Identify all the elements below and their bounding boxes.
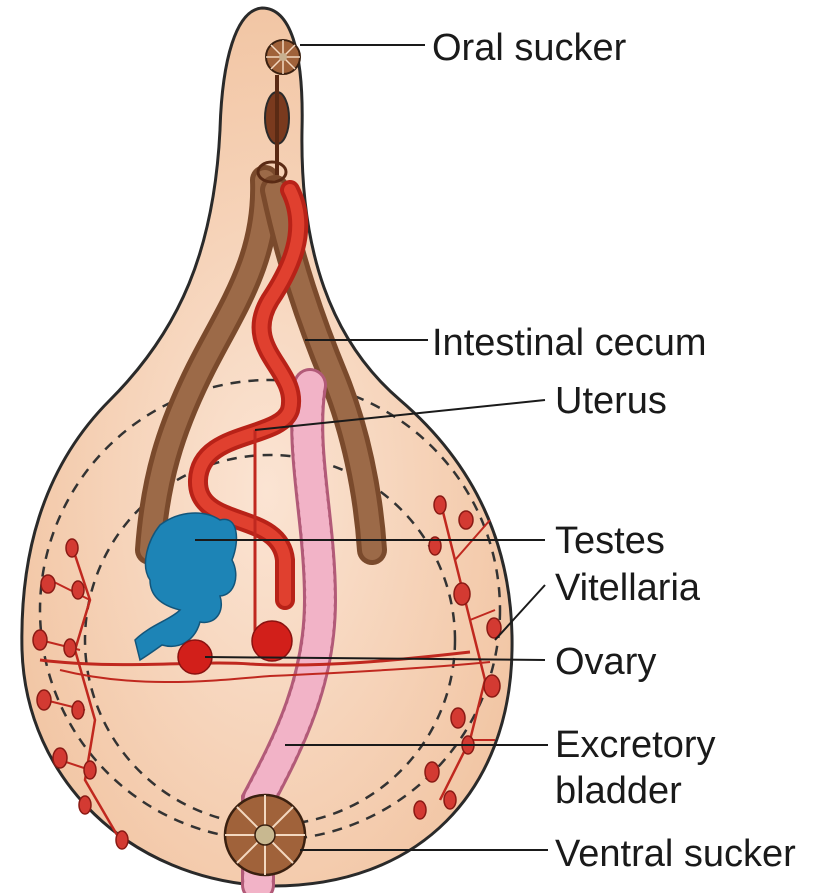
label-excretory-bladder-line1: Excretory [555, 724, 715, 766]
label-intestinal-cecum: Intestinal cecum [432, 322, 707, 364]
label-ventral-sucker: Ventral sucker [555, 833, 796, 875]
label-oral-sucker: Oral sucker [432, 27, 627, 69]
ovary-right [252, 621, 292, 661]
ventral-sucker [225, 795, 305, 875]
label-uterus: Uterus [555, 380, 667, 422]
label-vitellaria: Vitellaria [555, 567, 701, 609]
label-testes: Testes [555, 520, 665, 562]
oral-sucker [266, 40, 300, 74]
label-excretory-bladder-line2: bladder [555, 770, 682, 812]
label-ovary: Ovary [555, 641, 656, 683]
